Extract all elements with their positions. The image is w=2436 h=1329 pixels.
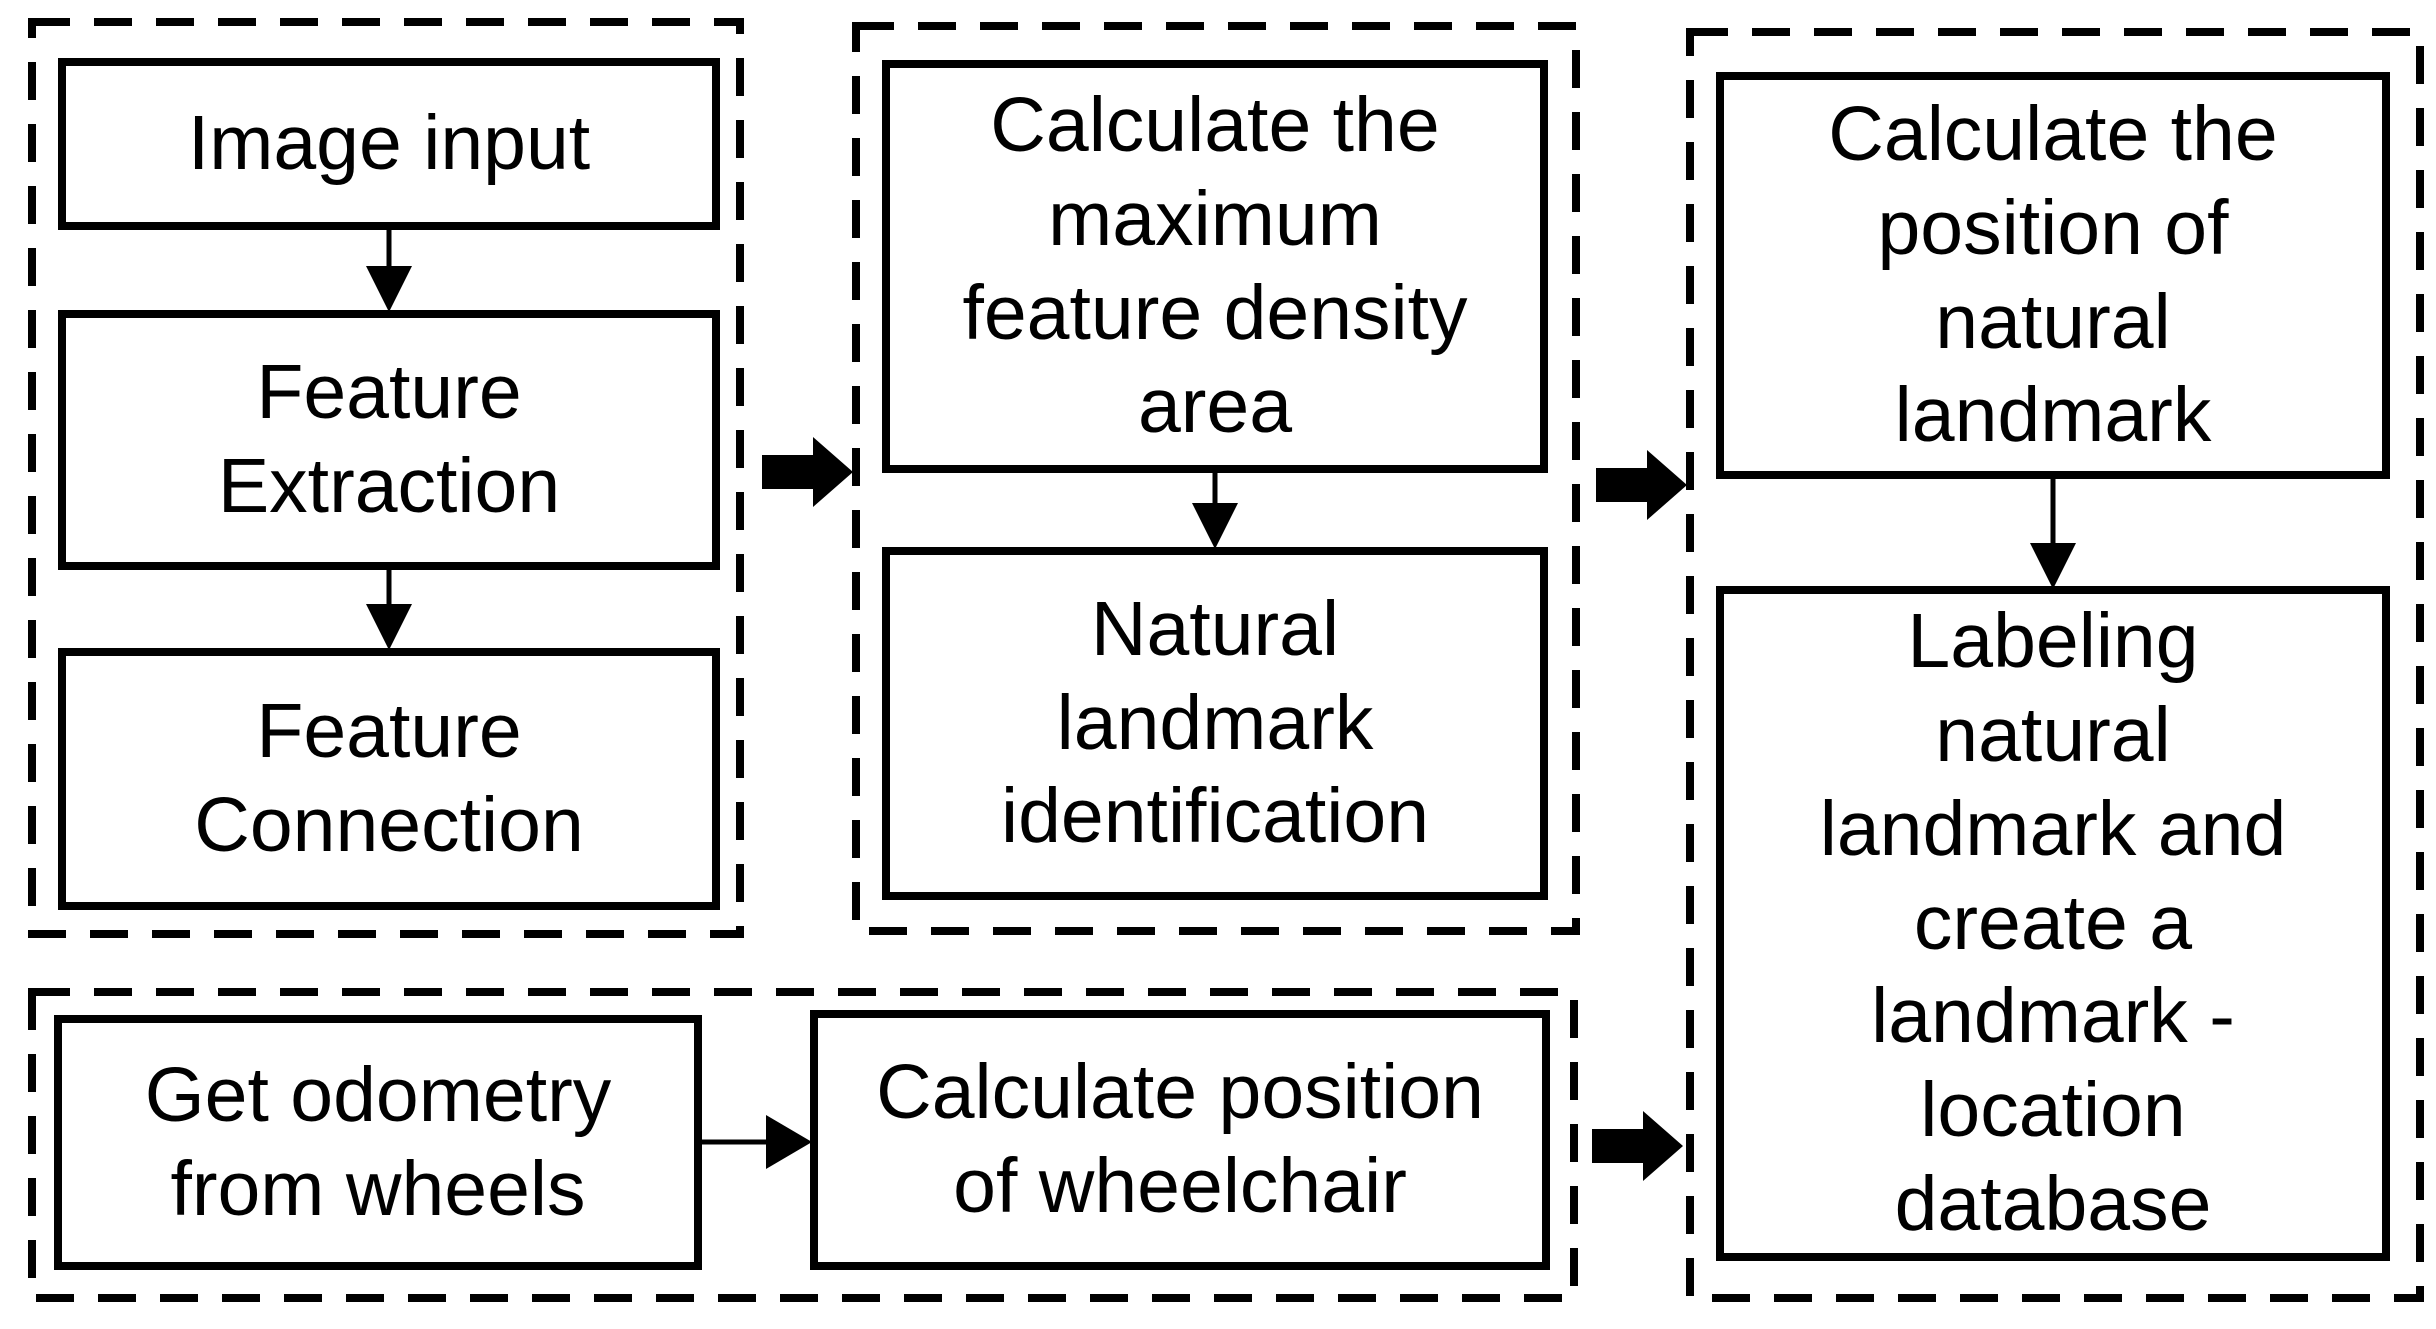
flow-box-image-input-label: Image input: [187, 100, 591, 187]
flow-box-labeling-database-label: Labeling natural landmark and create a l…: [1819, 597, 2287, 1248]
flow-box-landmark-identification-label: Natural landmark identification: [1000, 585, 1430, 860]
flow-box-landmark-identification: Natural landmark identification: [882, 547, 1548, 900]
flow-box-image-input: Image input: [58, 58, 720, 230]
flow-box-wheelchair-position: Calculate position of wheelchair: [810, 1010, 1550, 1270]
arrow-image-input-to-feature-extraction: [366, 230, 412, 312]
flow-box-landmark-position: Calculate the position of natural landma…: [1716, 72, 2390, 479]
group-landmark-detection-border: [852, 22, 1580, 935]
flow-box-get-odometry: Get odometry from wheels: [54, 1015, 702, 1270]
flow-box-feature-connection-label: Feature Connection: [194, 688, 584, 868]
flow-box-feature-connection: Feature Connection: [58, 648, 720, 910]
flow-box-max-feature-density-label: Calculate the maximum feature density ar…: [962, 81, 1468, 450]
flow-box-feature-extraction-label: Feature Extraction: [217, 349, 561, 529]
flow-box-wheelchair-position-label: Calculate position of wheelchair: [876, 1049, 1484, 1229]
group-odometry-border: [28, 988, 1578, 1302]
block-arrow-image-processing-to-landmark-detection: [762, 437, 853, 507]
flow-box-landmark-position-label: Calculate the position of natural landma…: [1828, 90, 2278, 459]
block-arrow-odometry-to-landmark-mapping: [1592, 1111, 1683, 1181]
flow-box-get-odometry-label: Get odometry from wheels: [144, 1051, 612, 1232]
arrow-landmark-position-to-labeling-database: [2030, 477, 2076, 589]
flow-box-feature-extraction: Feature Extraction: [58, 310, 720, 570]
arrow-feature-extraction-to-feature-connection: [366, 568, 412, 650]
block-arrow-landmark-detection-to-landmark-mapping: [1596, 450, 1687, 520]
flow-box-max-feature-density: Calculate the maximum feature density ar…: [882, 60, 1548, 473]
group-landmark-mapping-border: [1686, 28, 2424, 1302]
arrow-max-density-to-landmark-identification: [1192, 471, 1238, 549]
arrow-get-odometry-to-wheelchair-position: [700, 1115, 812, 1169]
flow-box-labeling-database: Labeling natural landmark and create a l…: [1716, 586, 2390, 1261]
